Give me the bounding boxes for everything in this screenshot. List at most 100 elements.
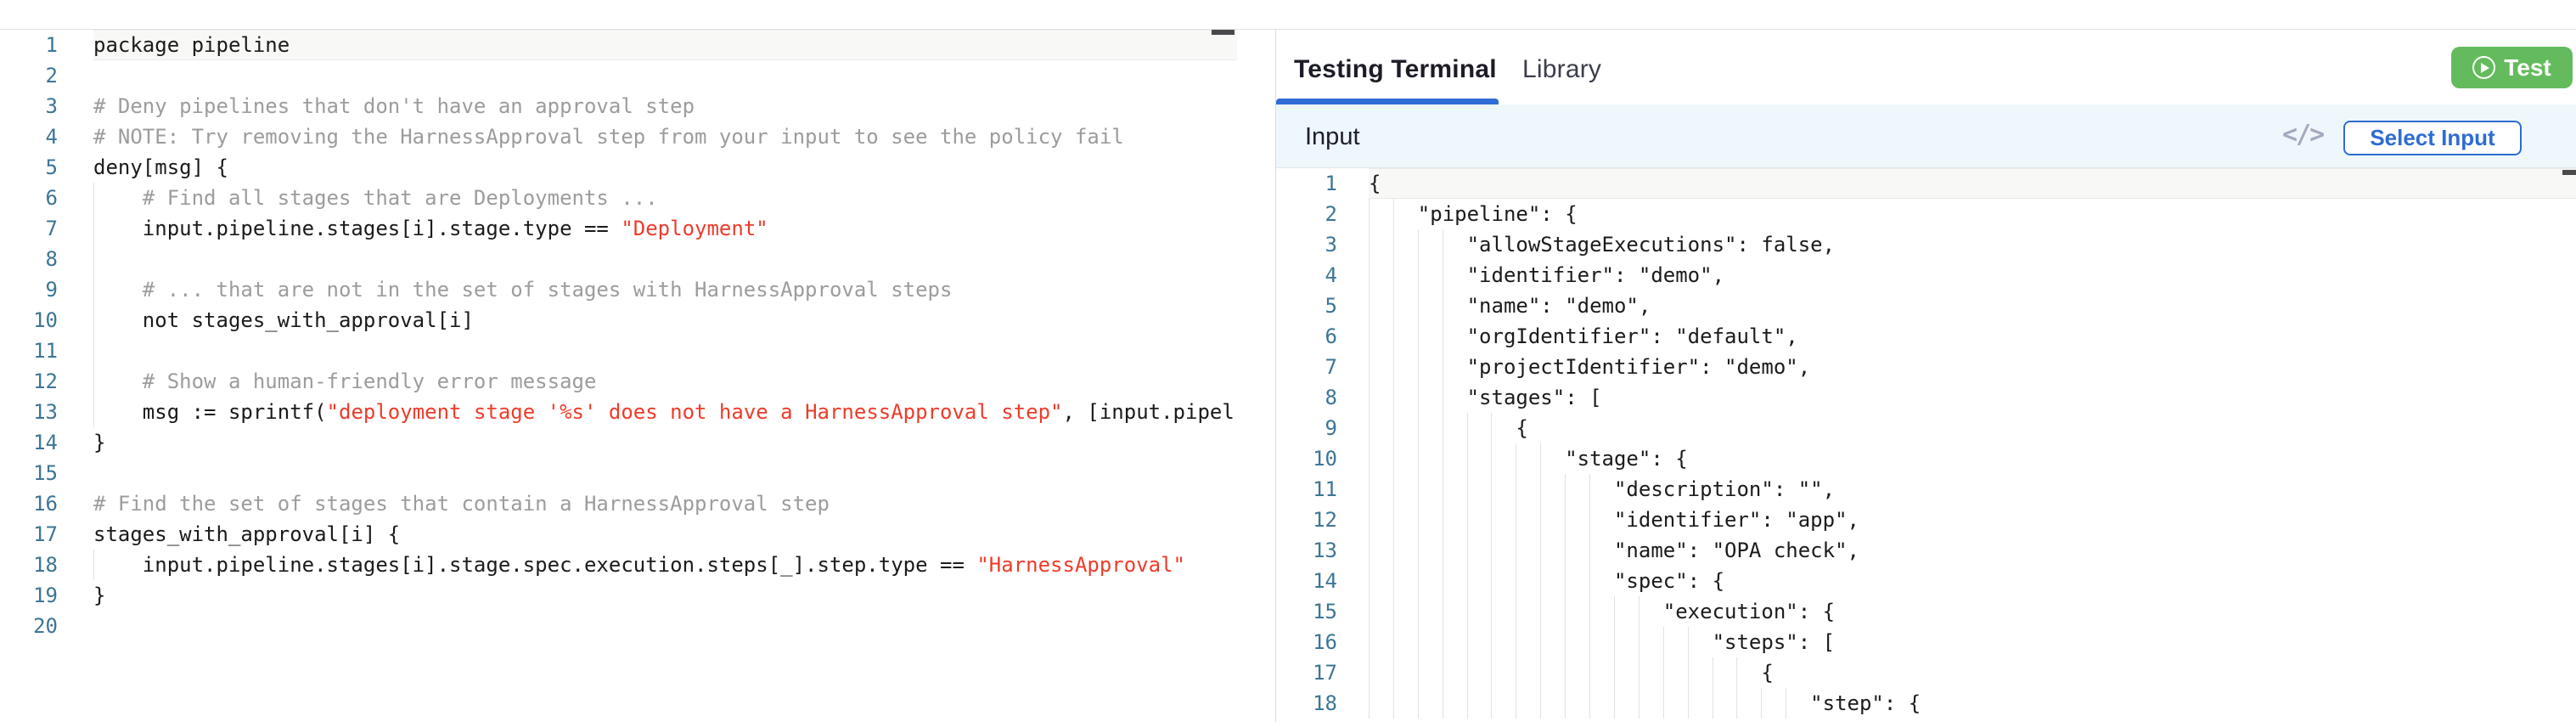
indent-guide: [1417, 474, 1419, 505]
indent-guide: [1662, 627, 1664, 657]
indent-guide: [1638, 657, 1640, 688]
indent-guide: [1417, 321, 1419, 352]
input-json-editor[interactable]: 1{2 "pipeline": {3 "allowStageExecutions…: [1276, 168, 2576, 722]
input-editor-scrollbar-thumb[interactable]: [2562, 170, 2576, 175]
line-number: 17: [33, 522, 58, 546]
code-line: 11: [0, 336, 1237, 366]
indent-guide: [1369, 260, 1370, 290]
indent-guide: [1417, 260, 1419, 290]
indent-guide: [1392, 505, 1394, 535]
test-button-label: Test: [2504, 54, 2551, 81]
code-view-icon[interactable]: </>: [2282, 120, 2325, 149]
code-line: 2 "pipeline": {: [1276, 199, 2576, 229]
code-token: "HarnessApproval": [976, 553, 1185, 577]
indent-guide: [1613, 596, 1615, 627]
indent-guide: [93, 274, 94, 305]
line-number: 12: [1313, 508, 1337, 532]
line-number: 12: [33, 369, 58, 393]
tab-testing-terminal[interactable]: Testing Terminal: [1294, 55, 1497, 83]
code-token: # Find all stages that are Deployments .…: [93, 186, 658, 210]
policy-editor-scrollbar-thumb[interactable]: [1212, 30, 1235, 35]
indent-guide: [1466, 474, 1468, 505]
indent-guide: [1540, 535, 1542, 566]
indent-guide: [1736, 688, 1738, 719]
indent-guide: [1417, 413, 1419, 443]
line-number: 7: [45, 217, 58, 240]
indent-guide: [1417, 352, 1419, 382]
code-line: 15 "execution": {: [1276, 596, 2576, 627]
indent-guide: [93, 183, 94, 213]
code-line: 6 "orgIdentifier": "default",: [1276, 321, 2576, 352]
code-line: 9 # ... that are not in the set of stage…: [0, 274, 1237, 305]
code-token: "Deployment": [621, 217, 768, 240]
indent-guide: [93, 213, 94, 244]
code-token: msg := sprintf(: [93, 400, 327, 424]
code-line: 16 "steps": [: [1276, 627, 2576, 657]
code-line: 14}: [0, 427, 1237, 458]
play-circle-icon: [2472, 56, 2496, 79]
line-number: 2: [1325, 202, 1337, 226]
indent-guide: [1392, 566, 1394, 596]
line-number: 11: [1313, 477, 1337, 501]
indent-guide: [1417, 627, 1419, 657]
indent-guide: [1466, 627, 1468, 657]
indent-guide: [1392, 352, 1394, 382]
indent-guide: [1392, 199, 1394, 229]
indent-guide: [1417, 535, 1419, 566]
indent-guide: [1392, 657, 1394, 688]
tab-library[interactable]: Library: [1522, 55, 1602, 83]
indent-guide: [1736, 657, 1738, 688]
select-input-button[interactable]: Select Input: [2343, 121, 2522, 155]
indent-guide: [1491, 688, 1493, 719]
code-token: "stages": [: [1369, 386, 1602, 409]
code-token: not stages_with_approval[i]: [93, 308, 474, 332]
code-token: # ... that are not in the set of stages …: [93, 278, 953, 302]
line-number: 6: [1325, 324, 1337, 348]
line-number: 1: [1325, 172, 1337, 195]
indent-guide: [93, 305, 94, 336]
code-line: 9 {: [1276, 413, 2576, 443]
code-token: "stage": {: [1369, 447, 1688, 471]
code-line: 18 input.pipeline.stages[i].stage.spec.e…: [0, 550, 1237, 580]
indent-guide: [1466, 413, 1468, 443]
indent-guide: [1417, 596, 1419, 627]
indent-guide: [1392, 290, 1394, 321]
code-token: deny[msg] {: [93, 155, 228, 179]
indent-guide: [1687, 627, 1689, 657]
code-token: "execution": {: [1369, 600, 1836, 623]
line-number: 10: [33, 308, 58, 332]
indent-guide: [1687, 688, 1689, 719]
line-number: 1: [45, 33, 58, 57]
indent-guide: [1491, 566, 1493, 596]
terminal-tabs-row: Testing Terminal Library Test: [1276, 30, 2576, 104]
line-number: 17: [1313, 661, 1337, 685]
code-line: 1 package pipeline: [0, 30, 1237, 60]
code-line: 8: [0, 244, 1237, 274]
indent-guide: [1369, 566, 1370, 596]
indent-guide: [1417, 657, 1419, 688]
indent-guide: [1589, 596, 1591, 627]
indent-guide: [93, 366, 94, 397]
line-number: 19: [33, 584, 58, 607]
line-number: 18: [1313, 691, 1337, 715]
code-line: 6 # Find all stages that are Deployments…: [0, 183, 1237, 213]
line-number: 6: [45, 186, 58, 210]
indent-guide: [1638, 688, 1640, 719]
indent-guide: [1565, 535, 1566, 566]
indent-guide: [1466, 657, 1468, 688]
code-token: input.pipeline.stages[i].stage.spec.exec…: [93, 553, 977, 577]
indent-guide: [93, 397, 94, 427]
indent-guide: [1392, 229, 1394, 260]
code-line: 10 "stage": {: [1276, 443, 2576, 474]
code-line: 12 "identifier": "app",: [1276, 505, 2576, 535]
code-line: 1{: [1276, 168, 2576, 199]
test-button[interactable]: Test: [2451, 47, 2573, 88]
code-line: 10 not stages_with_approval[i]: [0, 305, 1237, 336]
line-number: 10: [1313, 447, 1337, 471]
indent-guide: [93, 550, 94, 580]
code-line: 20: [0, 611, 1237, 641]
indent-guide: [1540, 443, 1542, 474]
indent-guide: [1417, 566, 1419, 596]
code-token: package pipeline: [93, 33, 290, 57]
